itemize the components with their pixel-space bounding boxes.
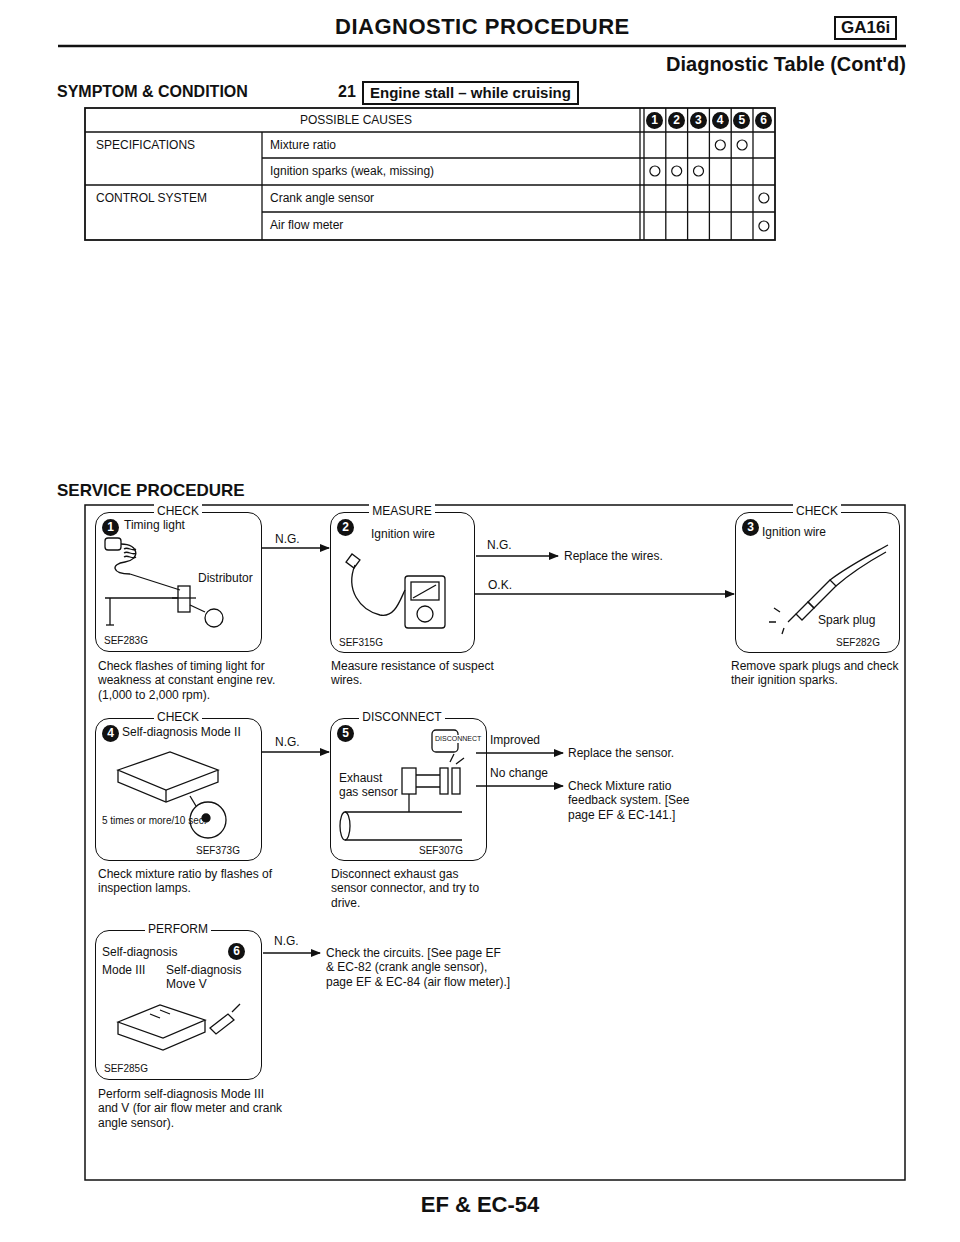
part-name: Spark plug [818, 613, 875, 627]
table-cell: Ignition sparks (weak, missing) [270, 164, 434, 178]
step-box: CHECK1Timing lightDistributorSEF283GChec… [95, 512, 262, 652]
engine-code: GA16i [834, 16, 897, 40]
page-title: DIAGNOSTIC PROCEDURE [335, 14, 630, 40]
result-text: Check Mixture ratio feedback system. [Se… [568, 779, 718, 822]
part-name: Exhaust gas sensor [339, 771, 401, 800]
exhaust-sensor-figure [340, 730, 464, 840]
result-label: No change [490, 766, 548, 780]
edge-label: N.G. [274, 735, 301, 749]
box-heading: CHECK [154, 504, 202, 518]
step-box: DISCONNECT5DISCONNECTExhaust gas sensorS… [330, 718, 487, 861]
step-box: CHECK3Ignition wireSpark plugSEF282GRemo… [735, 512, 900, 653]
mode-name: Self-diagnosis Move V [166, 963, 256, 992]
result-text: Check the circuits. [See page EF & EC-82… [326, 946, 511, 989]
edge-label: O.K. [487, 578, 513, 592]
figure-code: SEF283G [104, 635, 148, 647]
result-label: Improved [490, 733, 540, 747]
flow-arrow [262, 547, 329, 548]
part-name: Ignition wire [762, 525, 826, 539]
box-heading: DISCONNECT [359, 710, 444, 724]
step-box: CHECK4Self-diagnosis Mode II5 times or m… [95, 718, 262, 861]
figure-code: SEF307G [419, 845, 463, 857]
table-header: POSSIBLE CAUSES [300, 113, 412, 127]
mode-name: Mode III [102, 963, 145, 977]
result-text: Replace the wires. [564, 549, 663, 563]
page-number: EF & EC-54 [421, 1192, 540, 1218]
section-heading: SERVICE PROCEDURE [57, 481, 245, 501]
column-number: 5 [733, 112, 750, 129]
step-box: PERFORMSelf-diagnosis6Mode IIISelf-diagn… [95, 930, 262, 1080]
result-label: N.G. [487, 538, 512, 552]
mode-name: Self-diagnosis [102, 945, 177, 959]
callout-number: 6 [228, 943, 245, 960]
result-label: N.G. [274, 934, 299, 948]
symptom-heading: SYMPTOM & CONDITION [57, 82, 248, 101]
procedure-frame [85, 505, 905, 1180]
column-number: 3 [690, 112, 707, 129]
step-caption: Perform self-diagnosis Mode III and V (f… [98, 1087, 283, 1130]
step-caption: Measure resistance of suspect wires. [331, 659, 496, 688]
icon-text: DISCONNECT [435, 735, 481, 743]
callout-number: 4 [102, 725, 119, 742]
part-name: Distributor [198, 571, 253, 585]
flow-arrow [475, 593, 734, 594]
step-caption: Disconnect exhaust gas sensor connector,… [331, 867, 496, 910]
header-rule [58, 45, 906, 48]
figure-code: SEF315G [339, 637, 383, 649]
column-number: 1 [646, 112, 663, 129]
table-check-marks [650, 140, 769, 231]
edge-label: N.G. [274, 532, 301, 546]
figure-code: SEF373G [196, 845, 240, 857]
box-heading: CHECK [154, 710, 202, 724]
result-arrows [263, 556, 563, 953]
flash-count: 5 times or more/10 sec. [102, 815, 166, 827]
callout-number: 1 [102, 519, 119, 536]
flow-arrow [262, 751, 329, 752]
symptom-number: 21 [338, 82, 356, 101]
ignition-wire-ohmmeter [346, 554, 445, 628]
table-cell: Crank angle sensor [270, 191, 374, 205]
box-heading: MEASURE [369, 504, 434, 518]
table-category: SPECIFICATIONS [96, 138, 195, 152]
figure-code: SEF285G [104, 1063, 148, 1075]
step-caption: Remove spark plugs and check their ignit… [731, 659, 906, 688]
box-heading: PERFORM [145, 922, 211, 936]
step-caption: Check flashes of timing light for weakne… [98, 659, 276, 702]
table-category: CONTROL SYSTEM [96, 191, 207, 205]
symptom-box: Engine stall – while cruising [362, 81, 579, 105]
column-number: 6 [755, 112, 772, 129]
self-diagnosis-figure [118, 1004, 240, 1050]
cause-table [85, 108, 775, 240]
column-number: 4 [712, 112, 729, 129]
callout-number: 2 [337, 519, 354, 536]
part-name: Timing light [124, 518, 185, 532]
table-cell: Mixture ratio [270, 138, 336, 152]
table-heading: Diagnostic Table (Cont'd) [666, 52, 906, 76]
column-number: 2 [668, 112, 685, 129]
part-name: Ignition wire [371, 527, 435, 541]
step-caption: Check mixture ratio by flashes of inspec… [98, 867, 276, 896]
box-heading: CHECK [793, 504, 841, 518]
result-text: Replace the sensor. [568, 746, 674, 760]
table-cell: Air flow meter [270, 218, 343, 232]
figure-code: SEF282G [836, 637, 880, 649]
mode-name: Self-diagnosis Mode II [122, 725, 241, 739]
step-box: MEASURE2Ignition wireSEF315GMeasure resi… [330, 512, 475, 653]
callout-number: 3 [742, 519, 759, 536]
spark-plug-figure [769, 545, 888, 634]
callout-number: 5 [337, 725, 354, 742]
